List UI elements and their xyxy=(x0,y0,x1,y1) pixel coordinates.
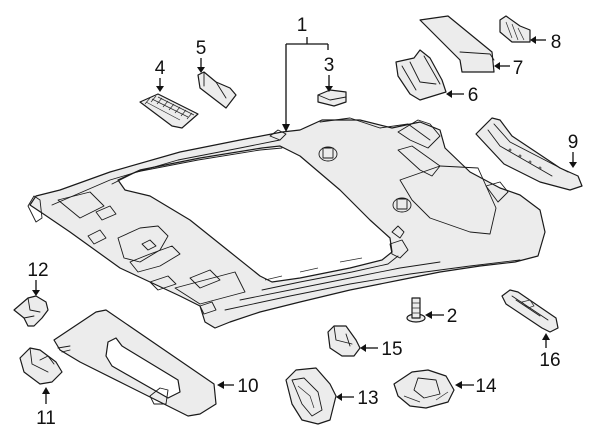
callout-4: 4 xyxy=(155,58,166,92)
callout-label: 9 xyxy=(568,132,579,153)
dome-lamp-housing[interactable] xyxy=(393,369,455,409)
callout-7: 7 xyxy=(494,58,523,79)
sun-visor[interactable] xyxy=(53,309,217,417)
connector-clip[interactable] xyxy=(499,15,531,43)
side-trim-rail[interactable] xyxy=(475,117,583,191)
callout-3: 3 xyxy=(324,55,335,92)
visor-clip[interactable] xyxy=(13,295,49,327)
lamp-cover[interactable] xyxy=(327,325,361,357)
callout-label: 2 xyxy=(447,306,458,327)
callout-label: 14 xyxy=(475,376,497,397)
insulation-pad[interactable] xyxy=(419,15,495,73)
callout-6: 6 xyxy=(446,85,478,106)
callout-16: 16 xyxy=(539,333,561,371)
visor-bracket[interactable] xyxy=(19,347,63,385)
bracket-trim[interactable] xyxy=(197,71,237,109)
callout-label: 13 xyxy=(357,388,378,409)
callout-label: 7 xyxy=(513,58,524,79)
callout-label: 6 xyxy=(468,85,479,106)
clip-mount xyxy=(392,197,412,213)
headliner-assembly[interactable] xyxy=(27,117,546,329)
callout-2: 2 xyxy=(425,306,457,327)
vent-grille[interactable] xyxy=(139,93,199,129)
callout-label: 12 xyxy=(27,260,48,281)
sunroof-opening xyxy=(117,145,393,283)
callout-label: 3 xyxy=(324,55,335,76)
callout-8: 8 xyxy=(530,32,561,53)
callout-15: 15 xyxy=(360,339,403,360)
callout-label: 15 xyxy=(381,339,402,360)
callout-label: 8 xyxy=(551,32,562,53)
callout-11: 11 xyxy=(36,387,56,429)
clip-mount xyxy=(318,146,338,162)
callout-9: 9 xyxy=(568,132,579,168)
callout-5: 5 xyxy=(196,38,207,73)
cover-pad[interactable] xyxy=(317,89,347,107)
callout-12: 12 xyxy=(27,260,49,296)
callout-1: 1 xyxy=(282,15,329,132)
callout-14: 14 xyxy=(455,376,497,397)
callout-label: 10 xyxy=(237,376,258,397)
callout-label: 1 xyxy=(297,15,308,36)
callout-label: 11 xyxy=(36,408,56,429)
callout-13: 13 xyxy=(336,388,379,409)
callout-10: 10 xyxy=(217,376,259,397)
retainer-clip[interactable] xyxy=(406,297,426,323)
reading-lamp-lens[interactable] xyxy=(501,289,559,333)
callout-label: 16 xyxy=(539,350,560,371)
callout-label: 4 xyxy=(155,58,166,79)
grab-handle-mount[interactable] xyxy=(285,367,337,425)
mounting-bracket[interactable] xyxy=(395,49,447,101)
callout-label: 5 xyxy=(196,38,207,59)
